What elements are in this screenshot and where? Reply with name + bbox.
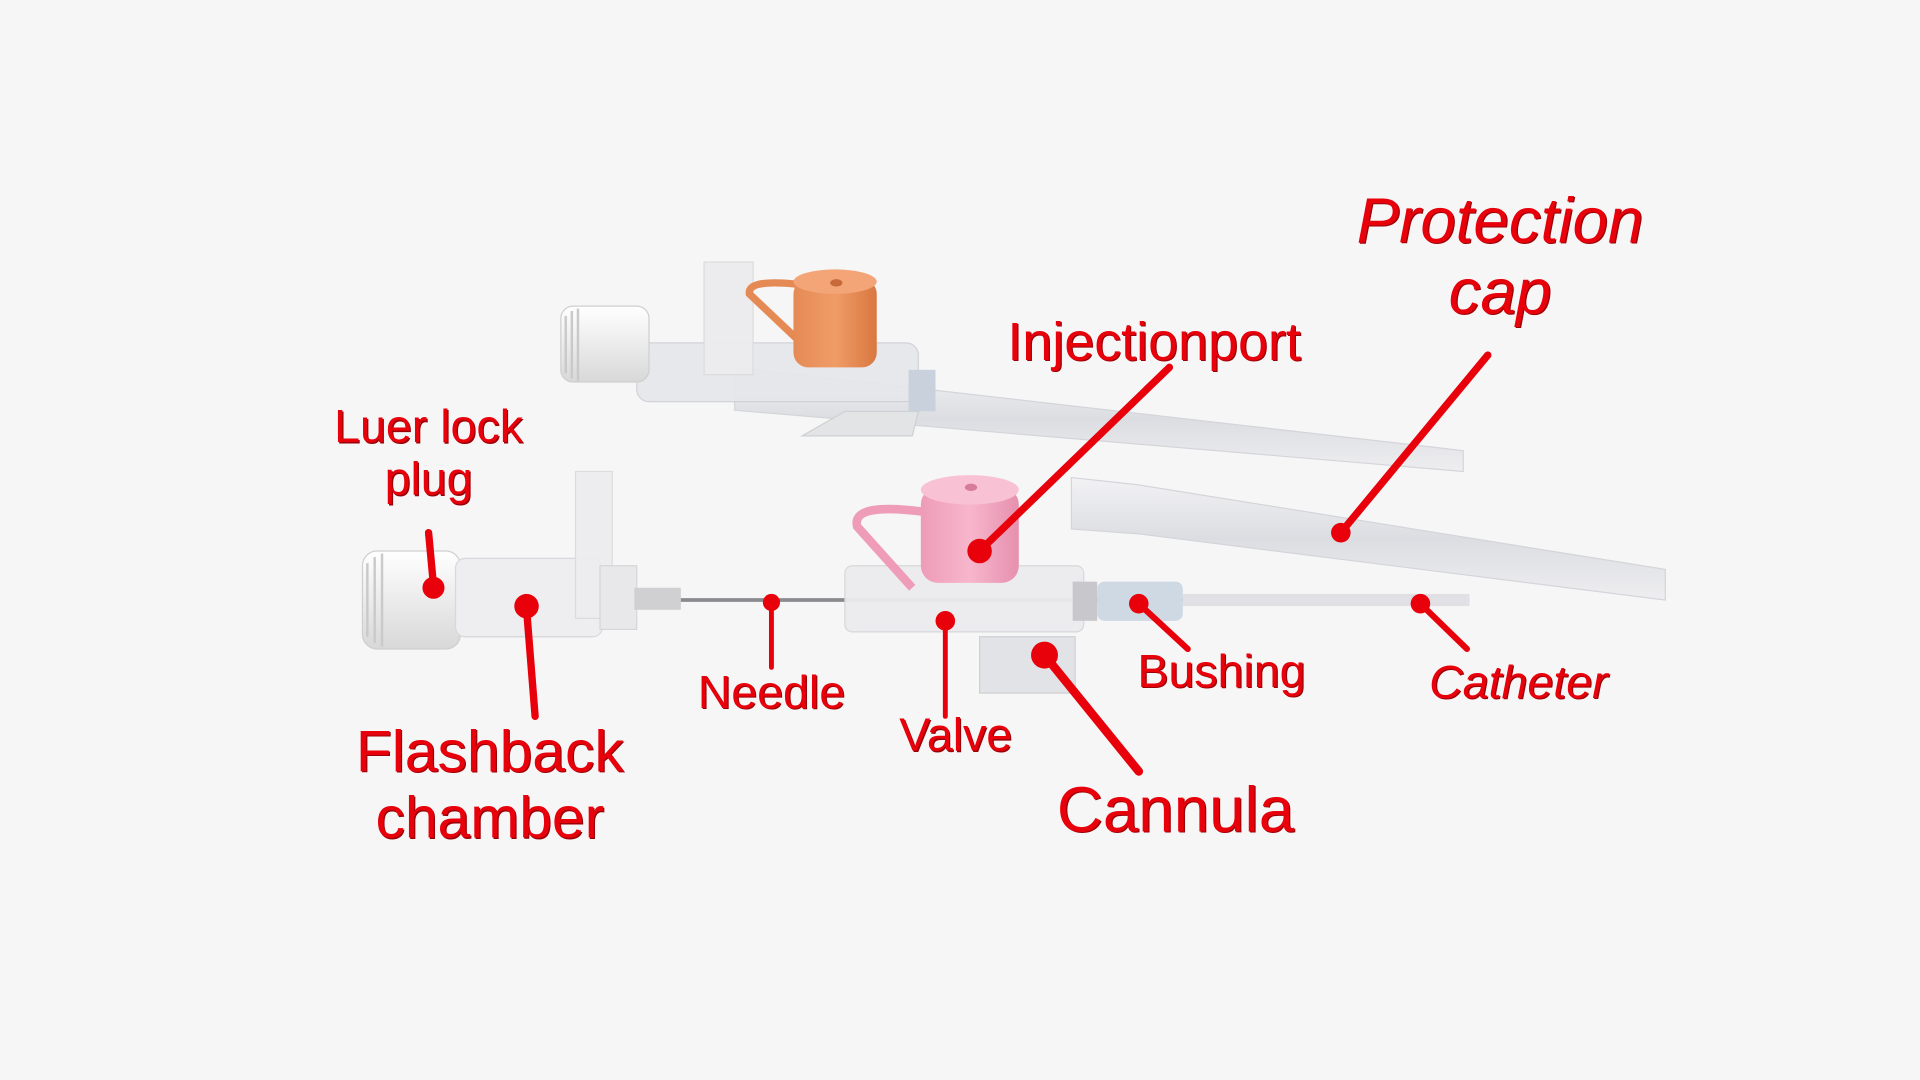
label-luer-lock-plug-line1: Luer lock bbox=[334, 401, 523, 454]
label-flashback-chamber: Flashback chamber bbox=[312, 720, 667, 852]
label-protection-cap-line1: Protection bbox=[1356, 186, 1644, 258]
label-catheter: Catheter bbox=[1429, 657, 1608, 709]
label-protection-cap-line2: cap bbox=[1448, 257, 1552, 329]
assembled-cannula bbox=[560, 261, 1464, 473]
label-cannula: Cannula bbox=[1056, 775, 1295, 847]
label-flashback-chamber-line2: chamber bbox=[375, 785, 605, 851]
protection-cap-part bbox=[1070, 476, 1666, 601]
label-luer-lock-plug: Luer lock plug bbox=[300, 402, 557, 506]
label-luer-lock-plug-line2: plug bbox=[384, 453, 473, 506]
label-flashback-chamber-line1: Flashback bbox=[355, 720, 624, 785]
label-protection-cap: Protection cap bbox=[1322, 186, 1677, 329]
label-injectionport: Injectionport bbox=[1007, 312, 1301, 373]
label-needle: Needle bbox=[697, 667, 846, 719]
label-valve: Valve bbox=[899, 710, 1013, 762]
label-bushing: Bushing bbox=[1137, 646, 1306, 698]
pointer-lines bbox=[422, 351, 1492, 776]
